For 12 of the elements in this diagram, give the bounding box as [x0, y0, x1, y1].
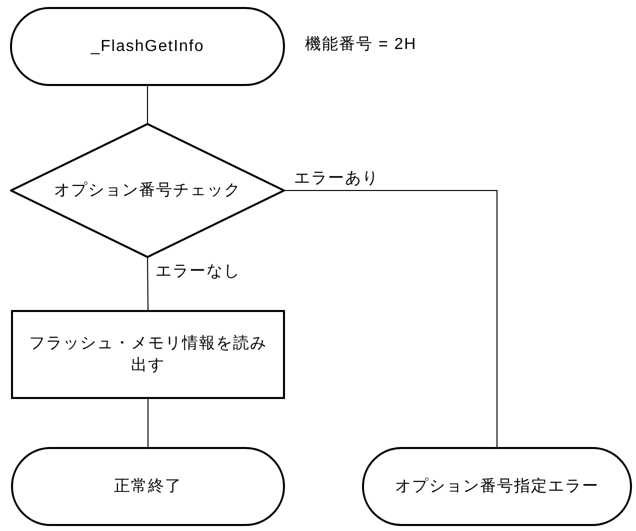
- edge-label: エラーあり: [294, 168, 379, 188]
- connector-line: [147, 86, 148, 124]
- node-text: オプション番号チェック: [54, 180, 241, 200]
- note-text: 機能番号 = 2H: [305, 34, 417, 54]
- node-text: 正常終了: [114, 476, 182, 496]
- edge-label: エラーなし: [156, 262, 240, 282]
- process-box: [11, 310, 285, 399]
- connector-line: [147, 258, 148, 310]
- connector-line: [284, 190, 498, 448]
- node-text: フラッシュ・メモリ情報を読み出す: [28, 334, 268, 376]
- node-text: _FlashGetInfo: [90, 36, 204, 56]
- node-text: オプション番号指定エラー: [395, 476, 599, 496]
